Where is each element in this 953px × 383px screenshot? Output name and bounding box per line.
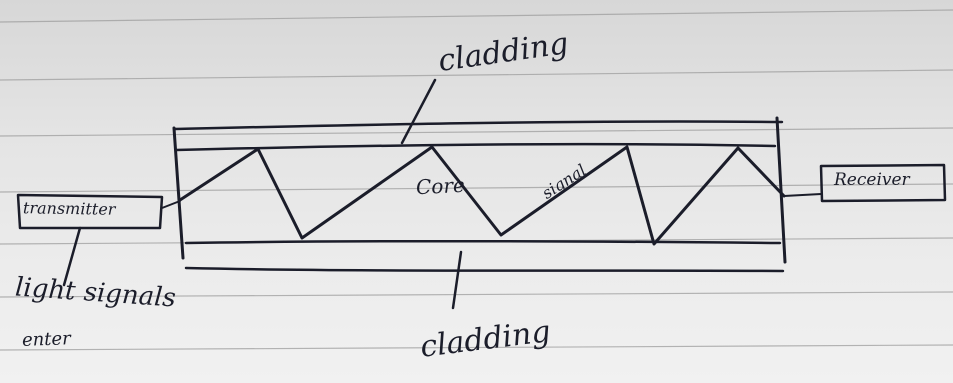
cladding-top-pointer (400, 78, 437, 145)
transmitter-label: transmitter (22, 198, 116, 219)
core-top-boundary (174, 142, 777, 152)
light-ray-path (178, 145, 786, 246)
cladding-bottom-pointer (451, 250, 463, 310)
outer-bottom-boundary (184, 266, 785, 273)
transmitter-box (16, 193, 164, 230)
enter-label: enter (21, 328, 72, 351)
receiver-label: Receiver (834, 170, 910, 190)
light-signals-pointer (62, 226, 82, 287)
fiber-left-end (172, 126, 185, 260)
fiber-right-end (775, 116, 787, 264)
receiver-box (819, 163, 947, 203)
receiver-connector (783, 193, 822, 197)
core-bottom-boundary (184, 239, 782, 245)
outer-top-boundary (172, 120, 784, 131)
core-label: Core (415, 172, 466, 200)
transmitter-connector (161, 200, 181, 209)
